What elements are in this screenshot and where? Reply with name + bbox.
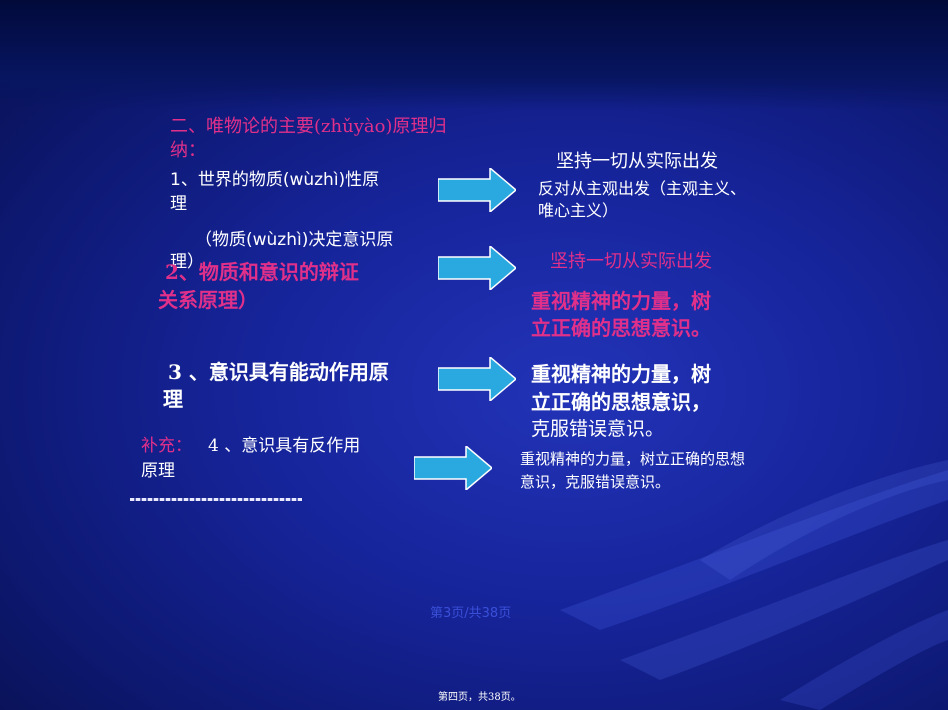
row3-left-line2: 理	[163, 387, 183, 411]
row3-left-line1: 3 、意识具有能动作用原	[168, 360, 389, 384]
top-band	[0, 0, 948, 110]
row1-left-line2: 理	[170, 194, 187, 214]
row2-arrow-icon	[438, 246, 516, 290]
row4-prefix: 补充：	[141, 436, 192, 456]
row1-left-line1: 1、世界的物质(wùzhì)性原	[170, 170, 380, 190]
row1-right-line2: 反对从主观出发（主观主义、	[538, 179, 747, 198]
row3-right-line2: 立正确的思想意识，	[531, 390, 711, 414]
page-note: 第四页，共38页。	[438, 692, 521, 703]
page-indicator: 第3页/共38页	[430, 606, 512, 621]
row4-left-line1: 4 、意识具有反作用	[208, 436, 361, 456]
scribble-line	[130, 498, 302, 501]
row2-right-line2: 重视精神的力量，树	[531, 289, 711, 313]
row3-arrow-icon	[438, 357, 516, 401]
row4-arrow-icon	[414, 446, 492, 490]
row3-right-line3: 克服错误意识。	[531, 418, 665, 440]
section-heading-line2: 纳：	[170, 140, 206, 161]
row1-right-line1: 坚持一切从实际出发	[556, 151, 718, 172]
row2-overlay-line1: （物质(wùzhì)决定意识原	[195, 230, 394, 250]
row4-right-line2: 意识，克服错误意识。	[520, 473, 671, 491]
row3-right-line1: 重视精神的力量，树	[531, 362, 711, 386]
row2-overlay-line2: 理）	[170, 252, 204, 272]
row2-right-line3: 立正确的思想意识。	[531, 316, 711, 340]
row2-left-line2: 关系原理）	[158, 288, 258, 312]
row2-right-line1: 坚持一切从实际出发	[550, 251, 712, 272]
row1-arrow-icon	[438, 168, 516, 212]
row4-right-line1: 重视精神的力量，树立正确的思想	[520, 450, 746, 468]
row2-left-line1: 2、物质和意识的辩证	[165, 260, 359, 284]
row4-left-line2: 原理	[141, 461, 175, 481]
section-heading-line1: 二、唯物论的主要(zhǔyào)原理归	[170, 116, 447, 137]
row1-right-line3: 唯心主义）	[538, 201, 619, 220]
